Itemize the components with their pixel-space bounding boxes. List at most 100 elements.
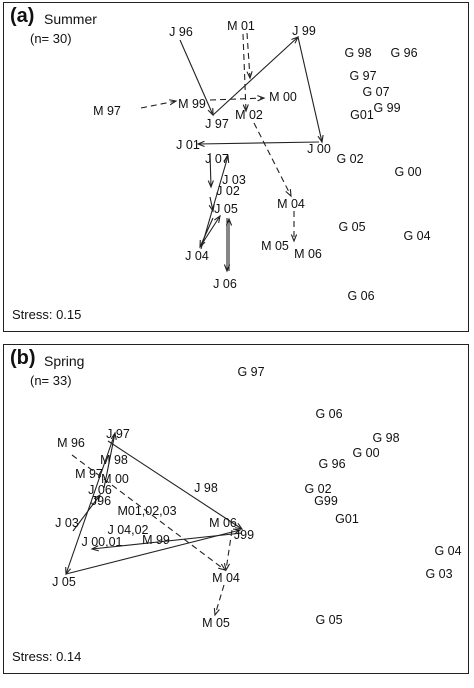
panel-a-arrowhead-10 — [225, 217, 233, 226]
panel-b-point-g-02: G 02 — [304, 482, 331, 496]
panel-a-arrowhead-16 — [290, 234, 298, 243]
panel-a-point-m-06: M 06 — [294, 247, 322, 261]
panel-a-point-g-04: G 04 — [403, 229, 430, 243]
panel-b-point-m01-02-03: M01,02,03 — [117, 504, 176, 518]
panel-b-point-g01: G01 — [335, 512, 359, 526]
panel-a-stress: Stress: 0.15 — [12, 307, 82, 322]
panel-b-arrowhead-1 — [93, 493, 101, 502]
panel-a-trajectory-m-12 — [209, 95, 266, 102]
panel-b-point-m-98: M 98 — [100, 453, 128, 467]
panel-b-point-g99: G99 — [314, 494, 338, 508]
panel-a-trajectory-m-13 — [242, 33, 249, 113]
panel-b-point-g-00: G 00 — [352, 446, 379, 460]
panel-a-arrowhead-4 — [207, 180, 214, 189]
panel-b-point-j96: J96 — [91, 494, 111, 508]
panel-b-point-g-06: G 06 — [315, 407, 342, 421]
panel-a-point-j-99: J 99 — [292, 24, 316, 38]
panel-a-trajectory-line-6 — [199, 217, 214, 248]
panel-a-arrowhead-3 — [196, 140, 205, 148]
panel-a-arrowhead-13 — [242, 104, 249, 113]
panel-a-point-j-00: J 00 — [307, 142, 331, 156]
panel-b-point-m-00: M 00 — [101, 472, 129, 486]
panel-b-point-m-05: M 05 — [202, 616, 230, 630]
panel-b-arrowhead-6 — [218, 563, 227, 571]
panel-b-point-g-98: G 98 — [372, 431, 399, 445]
panel-b-trajectory-j-5 — [90, 532, 243, 552]
panel-a-point-j-05: J 05 — [214, 202, 238, 216]
panel-a-trajectory-line-2 — [297, 36, 323, 143]
panel-b-point-g-05: G 05 — [315, 613, 342, 627]
panel-b-trajectory-line-2 — [103, 432, 116, 489]
panel-b-point-j-06: J 06 — [88, 483, 112, 497]
panel-b-season: Spring — [44, 353, 85, 369]
panel-a-trajectory-j-2 — [297, 36, 324, 144]
panel-b-trajectory-j-0 — [107, 440, 244, 530]
panel-a-trajectory-line-12 — [209, 97, 265, 101]
panel-a-trajectory-m-16 — [290, 211, 298, 243]
panel-b-trajectory-line-8 — [214, 584, 225, 616]
panel-b-trajectory-line-4 — [65, 529, 241, 575]
panel-a-trajectory-m-14 — [246, 32, 253, 80]
panel-a-trajectory-line-11 — [140, 100, 177, 109]
panel-b-point-m-04: M 04 — [212, 571, 240, 585]
panel-a-trajectory-line-4 — [209, 152, 212, 188]
panel-b-trajectory-line-6 — [71, 454, 226, 571]
panel-a-arrowhead-8 — [223, 154, 230, 164]
panel-a-point-m-02: M 02 — [235, 108, 263, 122]
panel-a-point-g-05: G 05 — [338, 220, 365, 234]
panel-b-point-j-98: J 98 — [194, 481, 218, 495]
panel-a-trajectory-line-1 — [212, 36, 299, 116]
panel-b-trajectory-m-6 — [71, 454, 227, 571]
panel-a-point-g-07: G 07 — [362, 85, 389, 99]
panel-b-trajectory-line-3 — [65, 432, 116, 575]
panel-b-trajectory-j-4 — [65, 528, 242, 575]
panel-a-arrowhead-7 — [213, 214, 221, 223]
panel-a-point-m-01: M 01 — [227, 19, 255, 33]
panel-b-arrowhead-0 — [235, 522, 244, 530]
panel-a-trajectory-line-14 — [246, 32, 251, 79]
panel-b-point-g-04: G 04 — [434, 544, 461, 558]
panel-a-point-g-00: G 00 — [394, 165, 421, 179]
panel-a-trajectory-m-15 — [253, 122, 292, 198]
panel-a-arrowhead-11 — [169, 99, 178, 106]
panel-a-point-j-07: J 07 — [205, 152, 229, 166]
panel-b-point-m-96: M 96 — [57, 436, 85, 450]
panel-b-trajectory-line-5 — [91, 532, 243, 550]
panel-a-point-g-96: G 96 — [390, 46, 417, 60]
panel-a-point-g-02: G 02 — [336, 152, 363, 166]
panel-a-point-g-99: G 99 — [373, 101, 400, 115]
panel-a-sample-size: (n= 30) — [30, 31, 72, 46]
panel-a-season: Summer — [44, 11, 97, 27]
panel-a-letter: (a) — [10, 5, 35, 27]
panel-b-point-j-03: J 03 — [55, 516, 79, 530]
panel-a-point-g-97: G 97 — [349, 69, 376, 83]
panel-a-trajectory-line-0 — [179, 39, 214, 116]
panel-b-point-g-97: G 97 — [237, 365, 264, 379]
panel-a-arrowhead-15 — [285, 188, 292, 198]
panel-a-point-j-06: J 06 — [213, 277, 237, 291]
panel-a-point-j-03: J 03 — [222, 173, 246, 187]
panel-a-point-m-00: M 00 — [269, 90, 297, 104]
panel-a-trajectory-line-15 — [253, 122, 292, 197]
panel-b-trajectory-line-7 — [225, 529, 233, 571]
panel-b-point-j-00-01: J 00,01 — [81, 535, 122, 549]
panel-a-trajectory-j-8 — [200, 154, 230, 250]
panel-b-point-m-06: M 06 — [209, 516, 237, 530]
panel-a-point-m-97: M 97 — [93, 104, 121, 118]
panel-a-point-g-98: G 98 — [344, 46, 371, 60]
panel-a-arrowhead-2 — [317, 134, 324, 144]
panel-a-point-m-99: M 99 — [178, 97, 206, 111]
panel-b-sample-size: (n= 33) — [30, 373, 72, 388]
panel-a-point-m-04: M 04 — [277, 197, 305, 211]
panel-b-point-j-05: J 05 — [52, 575, 76, 589]
panel-a-trajectory-m-11 — [140, 99, 178, 109]
panel-a-arrowhead-12 — [257, 95, 266, 102]
panel-a-trajectory-j-3 — [196, 140, 320, 148]
panel-a-point-g01: G01 — [350, 108, 374, 122]
panel-b-arrowhead-4 — [232, 528, 242, 535]
panel-b-arrowhead-5 — [90, 545, 99, 552]
panel-b-point-j99: J99 — [234, 528, 254, 542]
panel-b-point-m-97: M 97 — [75, 467, 103, 481]
panel-b-point-g-03: G 03 — [425, 567, 452, 581]
